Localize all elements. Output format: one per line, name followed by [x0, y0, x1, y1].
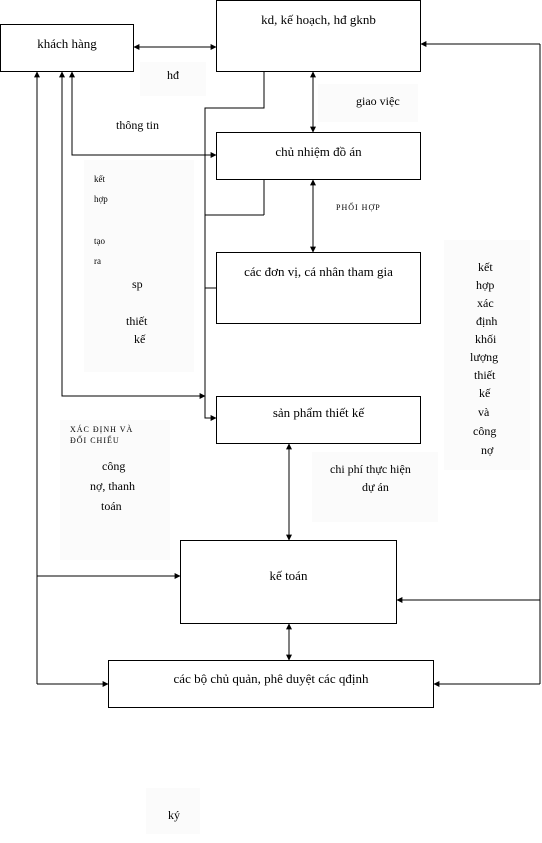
- label-area-giao-viec: [318, 84, 418, 122]
- box-don-vi: các đơn vị, cá nhân tham gia: [216, 252, 421, 324]
- right-col-5: lượng: [470, 350, 499, 364]
- label-chi-phi: chi phí thực hiện: [330, 462, 411, 476]
- label-thong-tin: thông tin: [116, 118, 160, 132]
- label-hd: hđ: [167, 68, 179, 82]
- label-ket: kết: [94, 174, 105, 184]
- label-doi-chieu: ĐỐI CHIẾU: [70, 436, 120, 445]
- right-col-0: kết: [478, 260, 493, 274]
- label-giao-viec: giao việc: [356, 94, 400, 108]
- label-ky: ký: [168, 808, 180, 822]
- right-col-6: thiết: [474, 368, 496, 382]
- label-no-thanh: nợ, thanh: [90, 479, 136, 493]
- label-sp: sp: [132, 277, 143, 291]
- right-col-10: nợ: [481, 443, 494, 457]
- chu-nhiem-label: chủ nhiệm đồ án: [275, 144, 362, 159]
- label-hop: hợp: [94, 194, 108, 204]
- box-san-pham: sản phẩm thiết kế: [216, 396, 421, 444]
- label-area-chi-phi: [312, 452, 438, 522]
- san-pham-label: sản phẩm thiết kế: [272, 405, 365, 420]
- box-chu-nhiem: chủ nhiệm đồ án: [216, 132, 421, 180]
- label-toan: toán: [101, 499, 122, 513]
- label-ke: kế: [134, 332, 146, 346]
- label-ra: ra: [94, 256, 101, 266]
- don-vi-label: các đơn vị, cá nhân tham gia: [244, 264, 393, 279]
- label-area-cong-no: [60, 420, 170, 560]
- right-col-4: khối: [475, 332, 497, 346]
- right-col-3: định: [476, 314, 498, 328]
- khach-hang-label: khách hàng: [37, 36, 97, 51]
- label-du-an: dự án: [362, 480, 389, 494]
- right-col-7: kế: [479, 386, 491, 400]
- label-phoi-hop: PHỐI HỢP: [336, 203, 381, 212]
- right-col-8: và: [478, 405, 490, 419]
- box-ke-toan: kế toán: [180, 540, 397, 624]
- bo-chu-quan-label: các bộ chủ quản, phê duyệt các qđịnh: [173, 671, 369, 686]
- right-col-9: công: [473, 424, 497, 438]
- label-cong: công: [102, 459, 126, 473]
- box-bo-chu-quan: các bộ chủ quản, phê duyệt các qđịnh: [108, 660, 434, 708]
- kd-ke-hoach-label: kd, kế hoạch, hđ gknb: [261, 12, 376, 27]
- ke-toan-label: kế toán: [269, 568, 308, 583]
- label-area-right-col: [444, 240, 530, 470]
- label-area-ky: [146, 788, 200, 834]
- box-kd-ke-hoach: kd, kế hoạch, hđ gknb: [216, 0, 421, 72]
- right-col-1: hợp: [476, 278, 495, 292]
- box-khach-hang: khách hàng: [0, 24, 134, 72]
- label-xac-dinh-va: XÁC ĐỊNH VÀ: [70, 425, 134, 434]
- right-col-2: xác: [477, 296, 494, 310]
- label-tao: tạo: [94, 236, 105, 246]
- label-thiet: thiết: [126, 314, 148, 328]
